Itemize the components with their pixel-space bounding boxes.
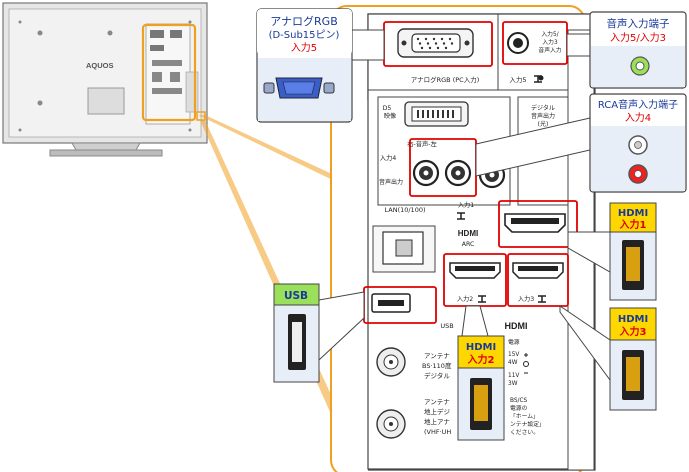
hdmi2-title: HDMI [466,342,496,353]
power-11v: 11V [508,373,519,379]
notice-line-2: 電源の [510,404,528,412]
antenna2-label-1: アンテナ [424,398,450,406]
hdmi1-highlight [498,200,578,248]
power-15v: 15V [508,352,519,358]
audio-in-inputs: 入力5/入力3 [610,31,666,44]
zoom-guide-lines [198,115,345,412]
power-3w: 3W [508,381,518,387]
hdmi1-title: HDMI [618,208,648,219]
notice-line-3: 「ホーム」 [510,413,539,420]
hdmi-logo-1: HDMI [458,229,478,238]
hdmi1-input: 入力1 [620,218,647,231]
rl-audio-label: 右-音声-左 [407,139,437,148]
hdmi3-input-label: 入力3 [518,295,534,303]
audio-in-label-2: 入力3 [542,38,558,46]
antenna2-label-4: (VHF·UH [424,428,451,436]
hdmi2-input: 入力2 [468,353,495,366]
input4-label: 入力4 [380,153,397,162]
notice-line-1: BS/CS [510,398,528,404]
digital-out-label-3: (光) [538,120,549,128]
callout-hdmi3: HDMI 入力3 [559,305,657,411]
callout-rca: RCA音声入力端子 入力4 [475,93,687,193]
vga-cable-icon [263,77,335,99]
audio-in-title: 音声入力端子 [607,17,670,30]
digital-out-label-1: デジタル [531,104,555,112]
analog-rgb-title: アナログRGB [270,14,338,28]
d5-video-label: 映像 [384,112,396,120]
antenna1-label-3: デジタル [424,371,450,380]
audio-in-label-3: 音声入力 [538,46,561,54]
tv-brand-logo: AQUOS [86,61,114,70]
hdmi3-highlight [507,253,569,307]
callout-hdmi1: HDMI 入力1 [567,202,657,301]
hdmi-logo-2: HDMI [505,321,528,331]
tv-rear-view: AQUOS [2,2,208,157]
antenna2-label-2: 地上デジ [424,407,451,416]
hdmi1-input-label: 入力1 [458,201,474,209]
digital-out-label-2: 音声出力 [531,112,555,120]
usb-label: USB [440,322,453,330]
rca-input: 入力4 [625,111,651,124]
audio-in-jack [513,38,523,48]
lan-label: LAN(10/100) [384,206,425,214]
arc-label: ARC [462,241,475,248]
analog-rgb-input: 入力5 [291,41,317,54]
notice-line-4: ンテナ設定」 [510,420,545,428]
antenna1-label-1: アンテナ [424,352,450,360]
callout-audio-in: 音声入力端子 入力5/入力3 [566,11,687,89]
notice-line-5: ください。 [510,429,539,436]
hdmi3-title: HDMI [618,314,648,325]
power-4w: 4W [508,360,518,366]
rca-title: RCA音声入力端子 [598,98,678,111]
antenna2-label-3: 地上アナ [424,417,450,426]
power-label: 電源 [508,338,520,346]
audio-out-label: 音声出力 [379,178,403,186]
analog-rgb-subtitle: (D-Sub15ピン) [269,29,340,41]
usb-title: USB [284,290,308,302]
input5-label: 入力5 [509,75,526,84]
zoom-region-box [141,23,197,122]
vga-caption: アナログRGB (PC入力) [411,75,479,84]
callout-analog-rgb: アナログRGB (D-Sub15ピン) 入力5 [256,8,385,123]
callout-hdmi2: HDMI 入力2 [457,305,505,441]
callout-usb: USB [273,283,365,383]
audio-in-label-1: 入力5/ [541,30,558,38]
d5-label: D5 [383,105,392,112]
hdmi3-input: 入力3 [620,325,647,338]
hdmi2-input-label: 入力2 [457,295,473,303]
antenna1-label-2: BS·110度 [422,361,452,370]
